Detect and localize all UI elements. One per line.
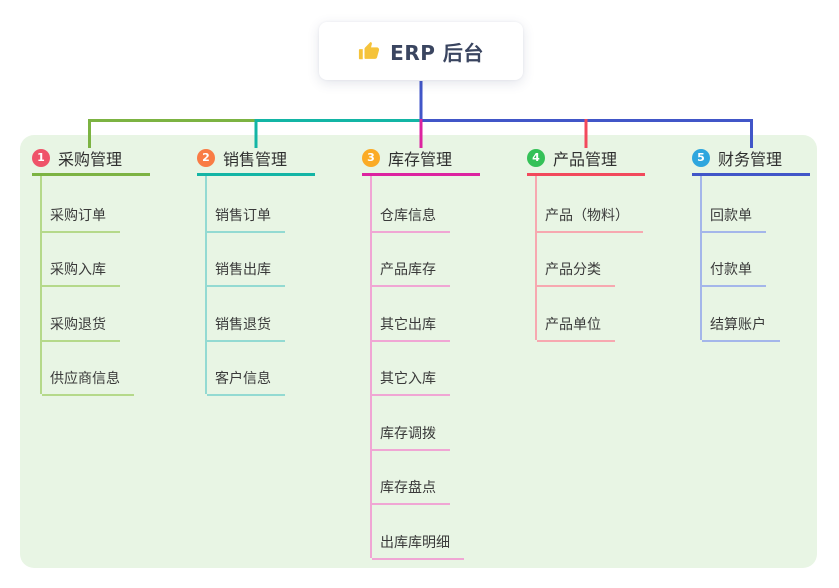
branch-number-badge: 1 [32,148,50,167]
child-node[interactable]: 采购入库 [42,259,120,287]
branch-label: 库存管理 [388,149,453,169]
branch-finance-management: 5 财务管理 回款单 付款单 结算账户 [692,147,839,342]
child-node[interactable]: 销售出库 [207,259,285,287]
child-node[interactable]: 其它入库 [372,368,450,396]
branch-label: 采购管理 [58,149,123,169]
branch-sales-management: 2 销售管理 销售订单 销售出库 销售退货 客户信息 [197,147,357,396]
child-node[interactable]: 回款单 [702,205,766,233]
branch-children: 产品（物料） 产品分类 产品单位 [535,176,687,342]
branch-children: 仓库信息 产品库存 其它出库 其它入库 库存调拨 库存盘点 出库库明细 [370,176,522,560]
child-node[interactable]: 销售订单 [207,205,285,233]
child-node[interactable]: 出库库明细 [372,532,464,560]
child-node[interactable]: 产品（物料） [537,205,643,233]
child-node[interactable]: 产品分类 [537,259,615,287]
branch-children: 销售订单 销售出库 销售退货 客户信息 [205,176,357,396]
branch-children: 回款单 付款单 结算账户 [700,176,839,342]
child-node[interactable]: 采购订单 [42,205,120,233]
child-node[interactable]: 产品库存 [372,259,450,287]
child-node[interactable]: 库存调拨 [372,423,450,451]
child-node[interactable]: 产品单位 [537,314,615,342]
root-node-label: ERP 后台 [390,40,484,65]
branch-label: 销售管理 [223,149,288,169]
branch-number-badge: 3 [362,148,380,167]
child-node[interactable]: 客户信息 [207,368,285,396]
child-node[interactable]: 采购退货 [42,314,120,342]
branch-header[interactable]: 2 销售管理 [197,147,315,176]
branch-label: 财务管理 [718,149,783,169]
branch-label: 产品管理 [553,149,618,169]
child-node[interactable]: 供应商信息 [42,368,134,396]
child-node[interactable]: 库存盘点 [372,477,450,505]
branch-inventory-management: 3 库存管理 仓库信息 产品库存 其它出库 其它入库 库存调拨 库存盘点 出库库… [362,147,522,560]
thumbs-up-icon [359,42,380,60]
branch-number-badge: 4 [527,148,545,167]
branch-purchase-management: 1 采购管理 采购订单 采购入库 采购退货 供应商信息 [32,147,192,396]
branch-number-badge: 5 [692,148,710,167]
child-node[interactable]: 销售退货 [207,314,285,342]
branch-number-badge: 2 [197,148,215,167]
branch-header[interactable]: 5 财务管理 [692,147,810,176]
branch-header[interactable]: 3 库存管理 [362,147,480,176]
child-node[interactable]: 仓库信息 [372,205,450,233]
root-node[interactable]: ERP 后台 [319,22,523,80]
branch-children: 采购订单 采购入库 采购退货 供应商信息 [40,176,192,396]
child-node[interactable]: 结算账户 [702,314,780,342]
child-node[interactable]: 付款单 [702,259,766,287]
branch-header[interactable]: 1 采购管理 [32,147,150,176]
child-node[interactable]: 其它出库 [372,314,450,342]
branch-product-management: 4 产品管理 产品（物料） 产品分类 产品单位 [527,147,687,342]
branch-header[interactable]: 4 产品管理 [527,147,645,176]
branches-background-panel [20,135,817,568]
